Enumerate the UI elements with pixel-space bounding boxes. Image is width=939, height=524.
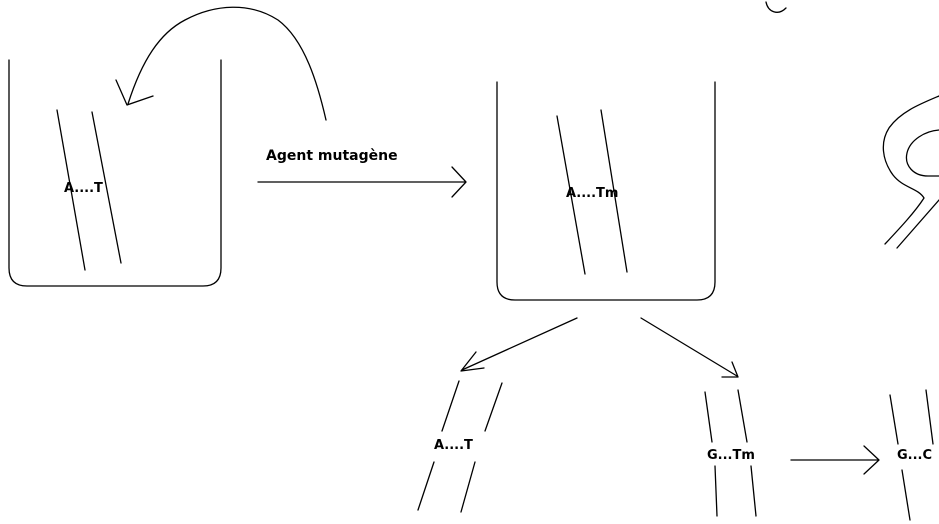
- arrow-down-right-icon: [640, 317, 738, 377]
- squiggle-decoration: [765, 1, 787, 13]
- beaker-left-icon: [8, 59, 222, 287]
- beaker-middle-icon: [496, 81, 716, 301]
- curved-arrow-icon: [127, 6, 327, 121]
- dna-child-left-b-top: [484, 382, 503, 432]
- dna-child-left-a-bottom: [417, 461, 435, 511]
- pair-initial-label: A....T: [64, 181, 103, 196]
- dna-child-left-a-top: [441, 380, 460, 432]
- pair-right-child-label: G...Tm: [707, 448, 755, 463]
- main-arrow-head: [451, 166, 467, 198]
- agent-mutagene-label: Agent mutagène: [266, 148, 398, 164]
- cell-inner-curve: [905, 129, 939, 177]
- pair-left-child-label: A....T: [434, 438, 473, 453]
- dna-final-b-top: [925, 389, 934, 445]
- dna-child-right-b-bottom: [750, 465, 757, 517]
- dna-final-a-bottom: [901, 469, 911, 521]
- small-arrow-head: [863, 445, 880, 475]
- dna-strand-left-a: [56, 109, 86, 271]
- pair-final-label: G...C: [897, 448, 932, 463]
- arrow-down-left-icon: [461, 317, 578, 371]
- dna-child-right-a-top: [704, 391, 713, 443]
- pair-mutated-label: A....Tm: [566, 186, 618, 201]
- dna-child-right-b-top: [737, 389, 748, 443]
- arrow-down-right-head: [721, 361, 739, 378]
- dna-strand-middle-a: [556, 115, 586, 275]
- cell-tail-line: [896, 199, 939, 249]
- dna-child-right-a-bottom: [714, 465, 718, 517]
- dna-child-left-b-bottom: [460, 461, 476, 513]
- curved-arrow-head: [115, 79, 154, 106]
- dna-final-a-top: [889, 394, 899, 445]
- dna-strand-middle-b: [600, 109, 628, 273]
- dna-strand-left-b: [91, 111, 122, 264]
- cell-outline-icon: [882, 95, 939, 245]
- arrow-down-left-head: [460, 351, 485, 372]
